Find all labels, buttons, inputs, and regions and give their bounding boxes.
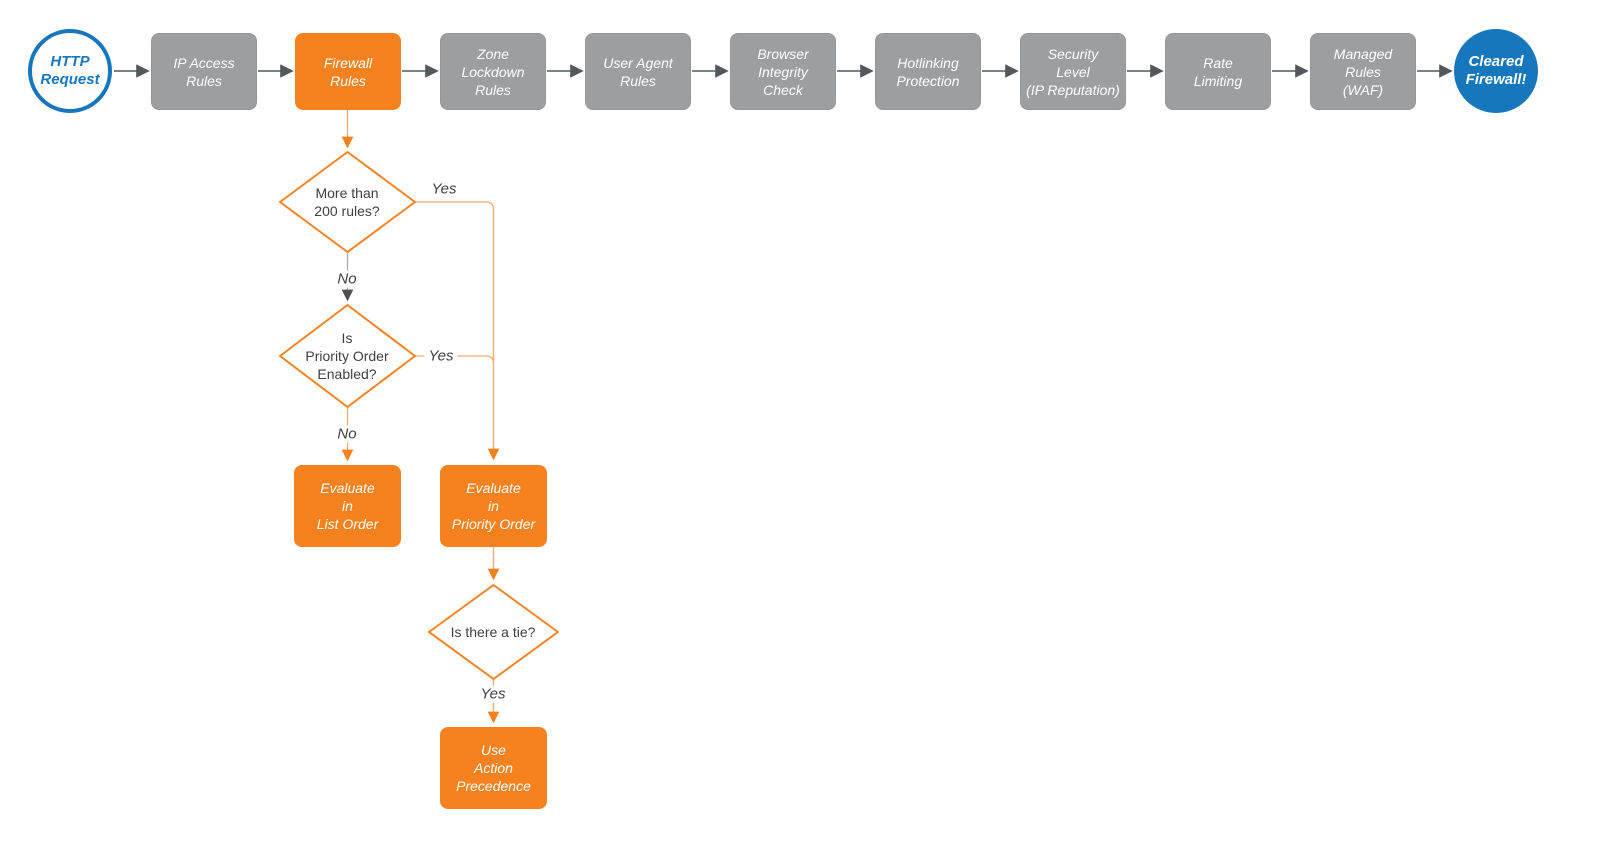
node-rate-limiting: Rate Limiting: [1165, 33, 1271, 110]
decision-is-there-a-tie-shape: [428, 584, 559, 680]
node-firewall-rules-label: Firewall Rules: [323, 54, 373, 89]
node-use-action-precedence: Use Action Precedence: [440, 727, 547, 809]
edge-label-tie-yes: Yes: [476, 685, 510, 703]
node-http-request-label: HTTP Request: [40, 53, 100, 88]
node-evaluate-in-priority-order: Evaluate in Priority Order: [440, 465, 547, 547]
node-user-agent-rules-label: User Agent Rules: [603, 54, 673, 89]
edge-label-rules-no: No: [333, 270, 361, 288]
node-evaluate-in-priority-order-label: Evaluate in Priority Order: [451, 480, 536, 532]
edge-priority-yes-join: [413, 355, 495, 364]
node-cleared-firewall: Cleared Firewall!: [1454, 29, 1538, 113]
node-managed-rules-waf: Managed Rules (WAF): [1310, 33, 1416, 110]
node-ip-access-rules: IP Access Rules: [151, 33, 257, 110]
node-use-action-precedence-label: Use Action Precedence: [456, 742, 531, 794]
node-evaluate-in-list-order: Evaluate in List Order: [294, 465, 401, 547]
decision-priority-order-enabled-label: Is Priority Order Enabled?: [305, 330, 389, 382]
node-cleared-firewall-label: Cleared Firewall!: [1465, 53, 1527, 88]
decision-more-than-200-rules-label: More than 200 rules?: [314, 185, 380, 219]
node-http-request: HTTP Request: [28, 29, 112, 113]
node-rate-limiting-label: Rate Limiting: [1193, 54, 1243, 89]
node-ip-access-rules-label: IP Access Rules: [173, 54, 235, 89]
edge-label-rules-yes: Yes: [427, 180, 461, 198]
decision-is-there-a-tie-label: Is there a tie?: [450, 624, 536, 640]
node-evaluate-in-list-order-label: Evaluate in List Order: [316, 480, 379, 532]
node-zone-lockdown-rules: Zone Lockdown Rules: [440, 33, 546, 110]
node-firewall-rules: Firewall Rules: [295, 33, 401, 110]
edge-label-priority-no: No: [333, 425, 361, 443]
node-hotlinking-protection-label: Hotlinking Protection: [896, 54, 960, 89]
node-browser-integrity-check: Browser Integrity Check: [730, 33, 836, 110]
decision-more-than-200-rules-shape: [279, 151, 416, 253]
edge-rules-yes-to-priority-order: [413, 201, 500, 461]
node-user-agent-rules: User Agent Rules: [585, 33, 691, 110]
node-security-level-ip-reputation: Security Level (IP Reputation): [1020, 33, 1126, 110]
node-browser-integrity-check-label: Browser Integrity Check: [757, 45, 809, 98]
node-hotlinking-protection: Hotlinking Protection: [875, 33, 981, 110]
node-security-level-ip-reputation-label: Security Level (IP Reputation): [1026, 45, 1120, 98]
node-zone-lockdown-rules-label: Zone Lockdown Rules: [461, 45, 525, 98]
node-managed-rules-waf-label: Managed Rules (WAF): [1333, 45, 1393, 98]
edge-label-priority-yes: Yes: [424, 347, 458, 365]
decision-priority-order-enabled-shape: [279, 304, 416, 408]
